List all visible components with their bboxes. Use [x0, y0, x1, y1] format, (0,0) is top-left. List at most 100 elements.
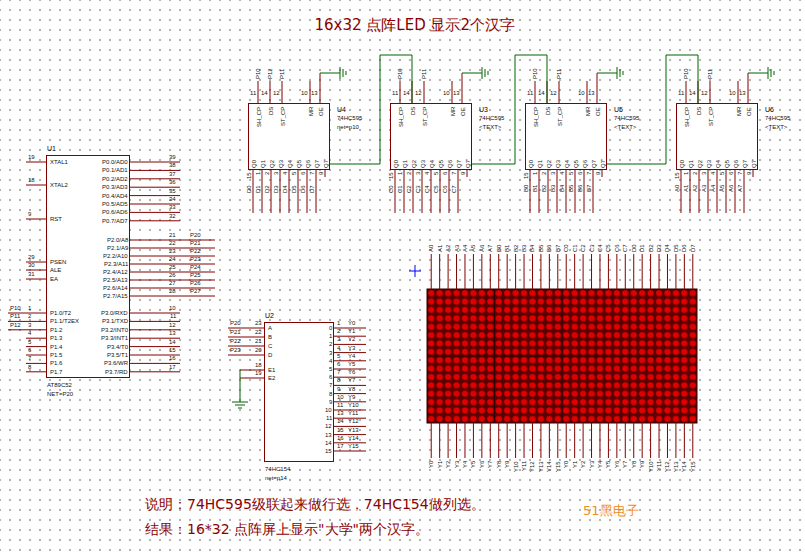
led-matrix-body [427, 289, 697, 423]
net-label: P10 [10, 305, 21, 311]
part-value: net=p10 [337, 124, 359, 130]
part-value: 74HC595 [479, 115, 504, 121]
led-pin [625, 254, 626, 289]
net-label: A4 [462, 245, 468, 252]
net-label: P10 [397, 68, 403, 79]
pin-name: Q0 [528, 160, 534, 168]
pin-line [26, 371, 46, 372]
ground-symbol [232, 402, 248, 403]
pin-number: 9 [28, 211, 31, 217]
led-pin [439, 254, 440, 289]
pin-number: 12 [415, 90, 422, 96]
pin-number: 1 [337, 320, 340, 326]
pin-line [748, 73, 749, 103]
net-label: Y6 [614, 461, 620, 468]
pin-name: P3.0/RXD [101, 310, 128, 316]
microcontroller-ic: U1XTAL1XTAL2RSTPSENALEEAP1.0/T2P1.1/T2EX… [46, 155, 130, 378]
net-label: P10 [532, 68, 538, 79]
pin-name: ST_CP [708, 107, 714, 126]
pin-line [26, 279, 46, 280]
pin-name: P2.0/A8 [107, 237, 128, 243]
pin-line [686, 81, 687, 103]
pin-number: 10 [729, 90, 736, 96]
ground-symbol [238, 408, 242, 409]
ground-symbol [346, 71, 347, 75]
pin-number: 8 [28, 364, 31, 370]
pin-line [282, 81, 283, 103]
part-value: 74HC595 [337, 115, 362, 121]
pin-name: P2.2/A10 [103, 253, 128, 259]
pin-name: Q0 [251, 160, 257, 168]
pin-line [280, 170, 281, 213]
pin-number: 21 [169, 232, 176, 238]
pin-name: 0 [329, 325, 332, 331]
net-label: D0 [631, 244, 637, 252]
ground-symbol [774, 71, 775, 75]
pin-number: 14 [169, 339, 176, 345]
pin-line [130, 329, 180, 330]
pin-number: 15 [388, 172, 394, 179]
net-label: C4 [424, 185, 430, 193]
pin-name: 15 [325, 448, 332, 454]
pin-line [258, 81, 259, 103]
net-label: Y1 [437, 461, 443, 468]
pin-name: Q7 [314, 160, 320, 168]
net-label: Y10 [348, 402, 359, 408]
pin-number: 9 [318, 172, 324, 175]
pin-number: 11 [527, 90, 533, 96]
pin-line [681, 170, 682, 213]
net-label: C7 [622, 244, 628, 252]
net-label: C5 [433, 185, 439, 193]
shift-register-ic: U574HC595<TEXT>SH_CPDSST_CPMROEQ0Q1Q2Q3Q… [525, 103, 607, 170]
pin-name: RST [50, 216, 62, 222]
pin-name: 5 [329, 366, 332, 372]
pin-number: 11 [170, 313, 176, 319]
net-label: A5 [470, 245, 476, 252]
net-label: B3 [550, 185, 556, 192]
pin-number: 21 [255, 338, 262, 344]
pin-name: 9 [329, 399, 332, 405]
pin-number: 3 [415, 172, 421, 175]
pin-line [130, 338, 180, 339]
pin-number: 16 [337, 435, 344, 441]
pin-number: 10 [301, 90, 308, 96]
net-label: A2 [692, 185, 698, 192]
net-label: C2 [580, 244, 586, 252]
pin-line [440, 170, 441, 213]
pin-name: Q6 [447, 160, 453, 168]
net-label: Y11 [348, 410, 358, 416]
led-pin [566, 423, 567, 458]
net-label: Y2 [348, 336, 355, 342]
ground-symbol [488, 71, 489, 75]
net-label: B4 [559, 185, 565, 192]
pin-name: Q5 [573, 160, 579, 168]
net-label: P25 [190, 272, 201, 278]
net-label: Y7 [348, 377, 355, 383]
led-pin [608, 423, 609, 458]
pin-number: 26 [169, 272, 176, 278]
pin-name: 13 [325, 432, 332, 438]
net-label: Y14 [546, 461, 552, 472]
net-label: P20 [190, 232, 201, 238]
led-module-divider [427, 356, 697, 357]
pin-name: 6 [329, 374, 332, 380]
pin-line [8, 329, 46, 330]
net-label: C5 [605, 244, 611, 252]
pin-name: Q7' [323, 159, 329, 168]
net-label: P26 [190, 280, 201, 286]
part-value: <TEXT> [479, 124, 501, 130]
pin-name: P2.3/A11 [104, 261, 128, 267]
part-value: net=p14 [265, 475, 287, 481]
wire [240, 370, 241, 402]
pin-name: Q5 [724, 160, 730, 168]
pin-name: OE [318, 107, 324, 116]
pin-line [422, 170, 423, 213]
net-label: A0 [428, 245, 434, 252]
pin-number: 10 [337, 394, 344, 400]
led-pin [574, 423, 575, 458]
pin-number: 6 [300, 172, 306, 175]
pin-line [262, 170, 263, 213]
pin-number: 14 [689, 90, 696, 96]
led-pin [540, 254, 541, 289]
part-ref: U6 [765, 106, 774, 113]
